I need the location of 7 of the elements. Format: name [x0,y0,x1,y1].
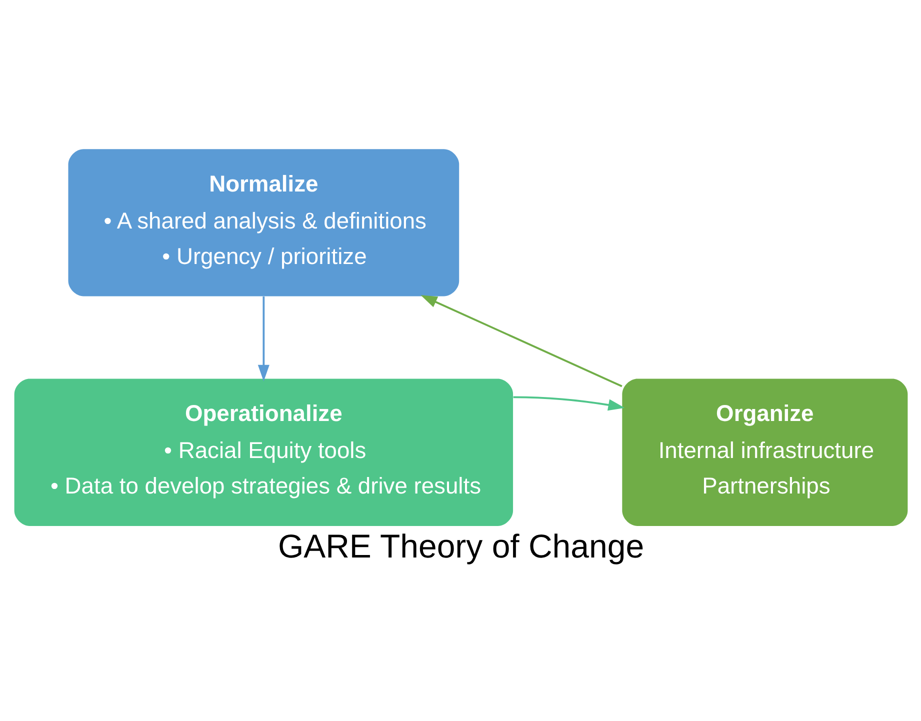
node-box: Organize Internal infrastructure Partnerships [622,378,908,526]
arrow [420,294,622,387]
node-box: Operationalize • Racial Equity tools • Data to develop strategies & drive results [14,378,513,526]
arrow [512,396,624,410]
arrow [257,296,269,381]
caption: GARE Theory of Change [277,526,644,564]
node-box: Normalize • A shared analysis & definitions • Urgency / prioritize [68,148,459,296]
